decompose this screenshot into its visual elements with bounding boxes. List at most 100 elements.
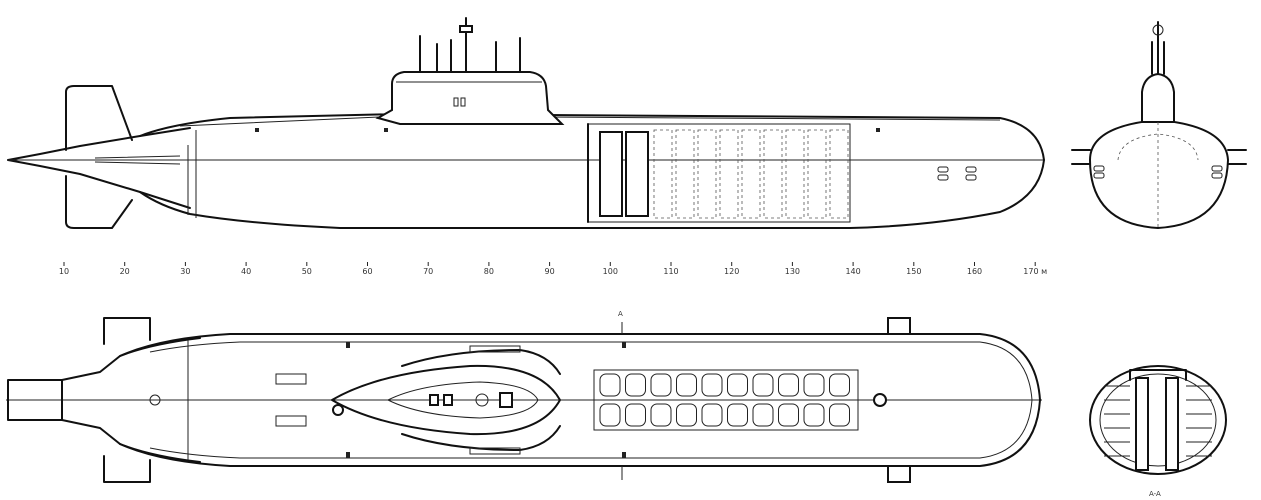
top-stern-hatch (149, 394, 161, 406)
side-missile-tube (741, 129, 761, 219)
side-sail-port-1 (453, 97, 459, 107)
scale-label: 110 (663, 267, 678, 276)
side-missile-tube (719, 129, 739, 219)
top-missile-tube (676, 403, 697, 427)
section-mark-top: A (618, 310, 623, 318)
side-missile-tube (697, 129, 717, 219)
scale-label: 160 (967, 267, 982, 276)
top-missile-tube (599, 373, 621, 397)
side-missile-section (587, 123, 851, 223)
front-view (1071, 21, 1247, 229)
side-hatch-1 (255, 128, 259, 132)
top-missile-tube (676, 373, 697, 397)
top-sail-equip-3 (499, 392, 513, 408)
top-hatch-4 (469, 447, 521, 455)
top-missile-tube (829, 373, 850, 397)
side-missile-tube (763, 129, 783, 219)
top-bow-plane-upper (887, 317, 911, 335)
top-marker-4 (622, 452, 626, 458)
side-sail-port-2 (460, 97, 466, 107)
top-missile-tube (625, 373, 646, 397)
scale-label: 170 м (1023, 267, 1047, 276)
cross-section: A-A (1089, 365, 1227, 498)
scale-label: 140 (845, 267, 860, 276)
top-hazard-symbol-1 (332, 404, 344, 416)
side-hatch-3 (876, 128, 880, 132)
top-sail-equip-2 (443, 394, 453, 406)
front-sail (1141, 72, 1175, 123)
top-bow-plane-lower (887, 465, 911, 483)
scale-label: 20 (120, 267, 130, 276)
top-hull (119, 333, 1041, 467)
front-vents (1093, 165, 1223, 179)
top-missile-tube (650, 373, 672, 397)
side-sail (375, 71, 565, 125)
side-missile-tube (675, 129, 695, 219)
top-view: A (6, 310, 1042, 483)
section-ribs (1104, 385, 1212, 457)
top-stern-plane-upper (103, 317, 151, 345)
top-sail-inner (386, 381, 539, 419)
side-missile-tube (785, 129, 805, 219)
top-missile-tube (599, 403, 621, 427)
side-hatch-2 (384, 128, 388, 132)
side-hull (139, 113, 1045, 229)
front-hull (1089, 119, 1229, 229)
top-missile-tube (727, 373, 748, 397)
side-view (7, 17, 1045, 229)
top-sail-equip-1 (429, 394, 439, 406)
scale-label: 80 (484, 267, 494, 276)
top-missile-tube (625, 403, 646, 427)
side-rudder-upper (65, 85, 133, 151)
side-vent-holes (937, 166, 977, 181)
top-missile-tube (803, 373, 825, 397)
scale-label: 10 (59, 267, 69, 276)
scale-label: 130 (785, 267, 800, 276)
front-mast-head (1152, 24, 1164, 36)
scale-label: 40 (241, 267, 251, 276)
front-plane-right (1227, 149, 1247, 165)
scale-label: 150 (906, 267, 921, 276)
scale-label: 120 (724, 267, 739, 276)
top-marker-1 (346, 342, 350, 348)
top-fairing-lower (401, 425, 561, 451)
top-sail-equip-4 (475, 393, 489, 407)
side-rudder-lower (65, 175, 133, 229)
top-hatch-3 (469, 345, 521, 353)
top-hazard-symbol-2 (873, 393, 887, 407)
top-missile-tube (752, 403, 774, 427)
top-hull-inner (149, 341, 1033, 459)
top-hatch-2 (275, 415, 307, 427)
section-hull-outer (1089, 365, 1227, 475)
top-marker-2 (346, 452, 350, 458)
front-inner-hull (1117, 133, 1199, 161)
scale-label: 30 (180, 267, 190, 276)
top-missile-tubes (593, 369, 859, 431)
section-tube-right (1165, 377, 1179, 471)
top-missile-tube (650, 403, 672, 427)
top-missile-tube (701, 403, 723, 427)
side-missile-tube (829, 129, 849, 219)
section-tube-left (1135, 377, 1149, 471)
section-label: A-A (1149, 490, 1161, 498)
top-marker-3 (622, 342, 626, 348)
top-missile-bay (593, 369, 859, 431)
top-missile-tube (778, 403, 799, 427)
top-missile-tube (727, 403, 748, 427)
scale-label: 100 (603, 267, 618, 276)
top-missile-tube (752, 373, 774, 397)
top-missile-tube (803, 403, 825, 427)
side-missile-tube (653, 129, 673, 219)
top-hatch-1 (275, 373, 307, 385)
side-missile-tube (807, 129, 827, 219)
side-tail-cone (7, 127, 191, 209)
top-fairing-upper (401, 349, 561, 375)
section-deck (1129, 369, 1187, 381)
front-plane-left (1071, 149, 1091, 165)
side-masts (419, 17, 521, 73)
top-stern-plane-lower (103, 455, 151, 483)
scale-label: 70 (423, 267, 433, 276)
side-stern-plane (94, 155, 181, 165)
